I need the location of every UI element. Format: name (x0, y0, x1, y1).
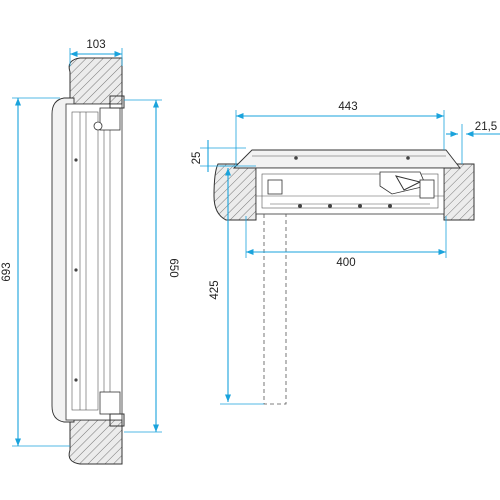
dim-label-650: 650 (167, 258, 179, 277)
front-lid (232, 149, 461, 169)
front-view: 443 21,5 25 400 425 (191, 101, 500, 405)
side-wall-bottom (68, 419, 123, 465)
side-frame-inner (71, 111, 99, 411)
dim-label-103: 103 (86, 39, 105, 51)
front-wall-left (213, 163, 257, 221)
dim-label-21-5: 21,5 (475, 121, 497, 133)
dim-label-693: 693 (1, 262, 13, 281)
side-top-knob (93, 121, 103, 131)
dim-label-443: 443 (338, 101, 357, 113)
front-mechanism (379, 171, 427, 195)
front-hidden-leg (263, 214, 287, 405)
dim-label-425: 425 (209, 280, 221, 299)
dim-label-25: 25 (191, 152, 203, 165)
dim-label-400: 400 (336, 257, 355, 269)
side-frame-body (65, 103, 123, 421)
front-wall-right (443, 163, 475, 221)
side-view: 103 693 650 (1, 39, 179, 465)
side-wall-top (68, 57, 123, 105)
